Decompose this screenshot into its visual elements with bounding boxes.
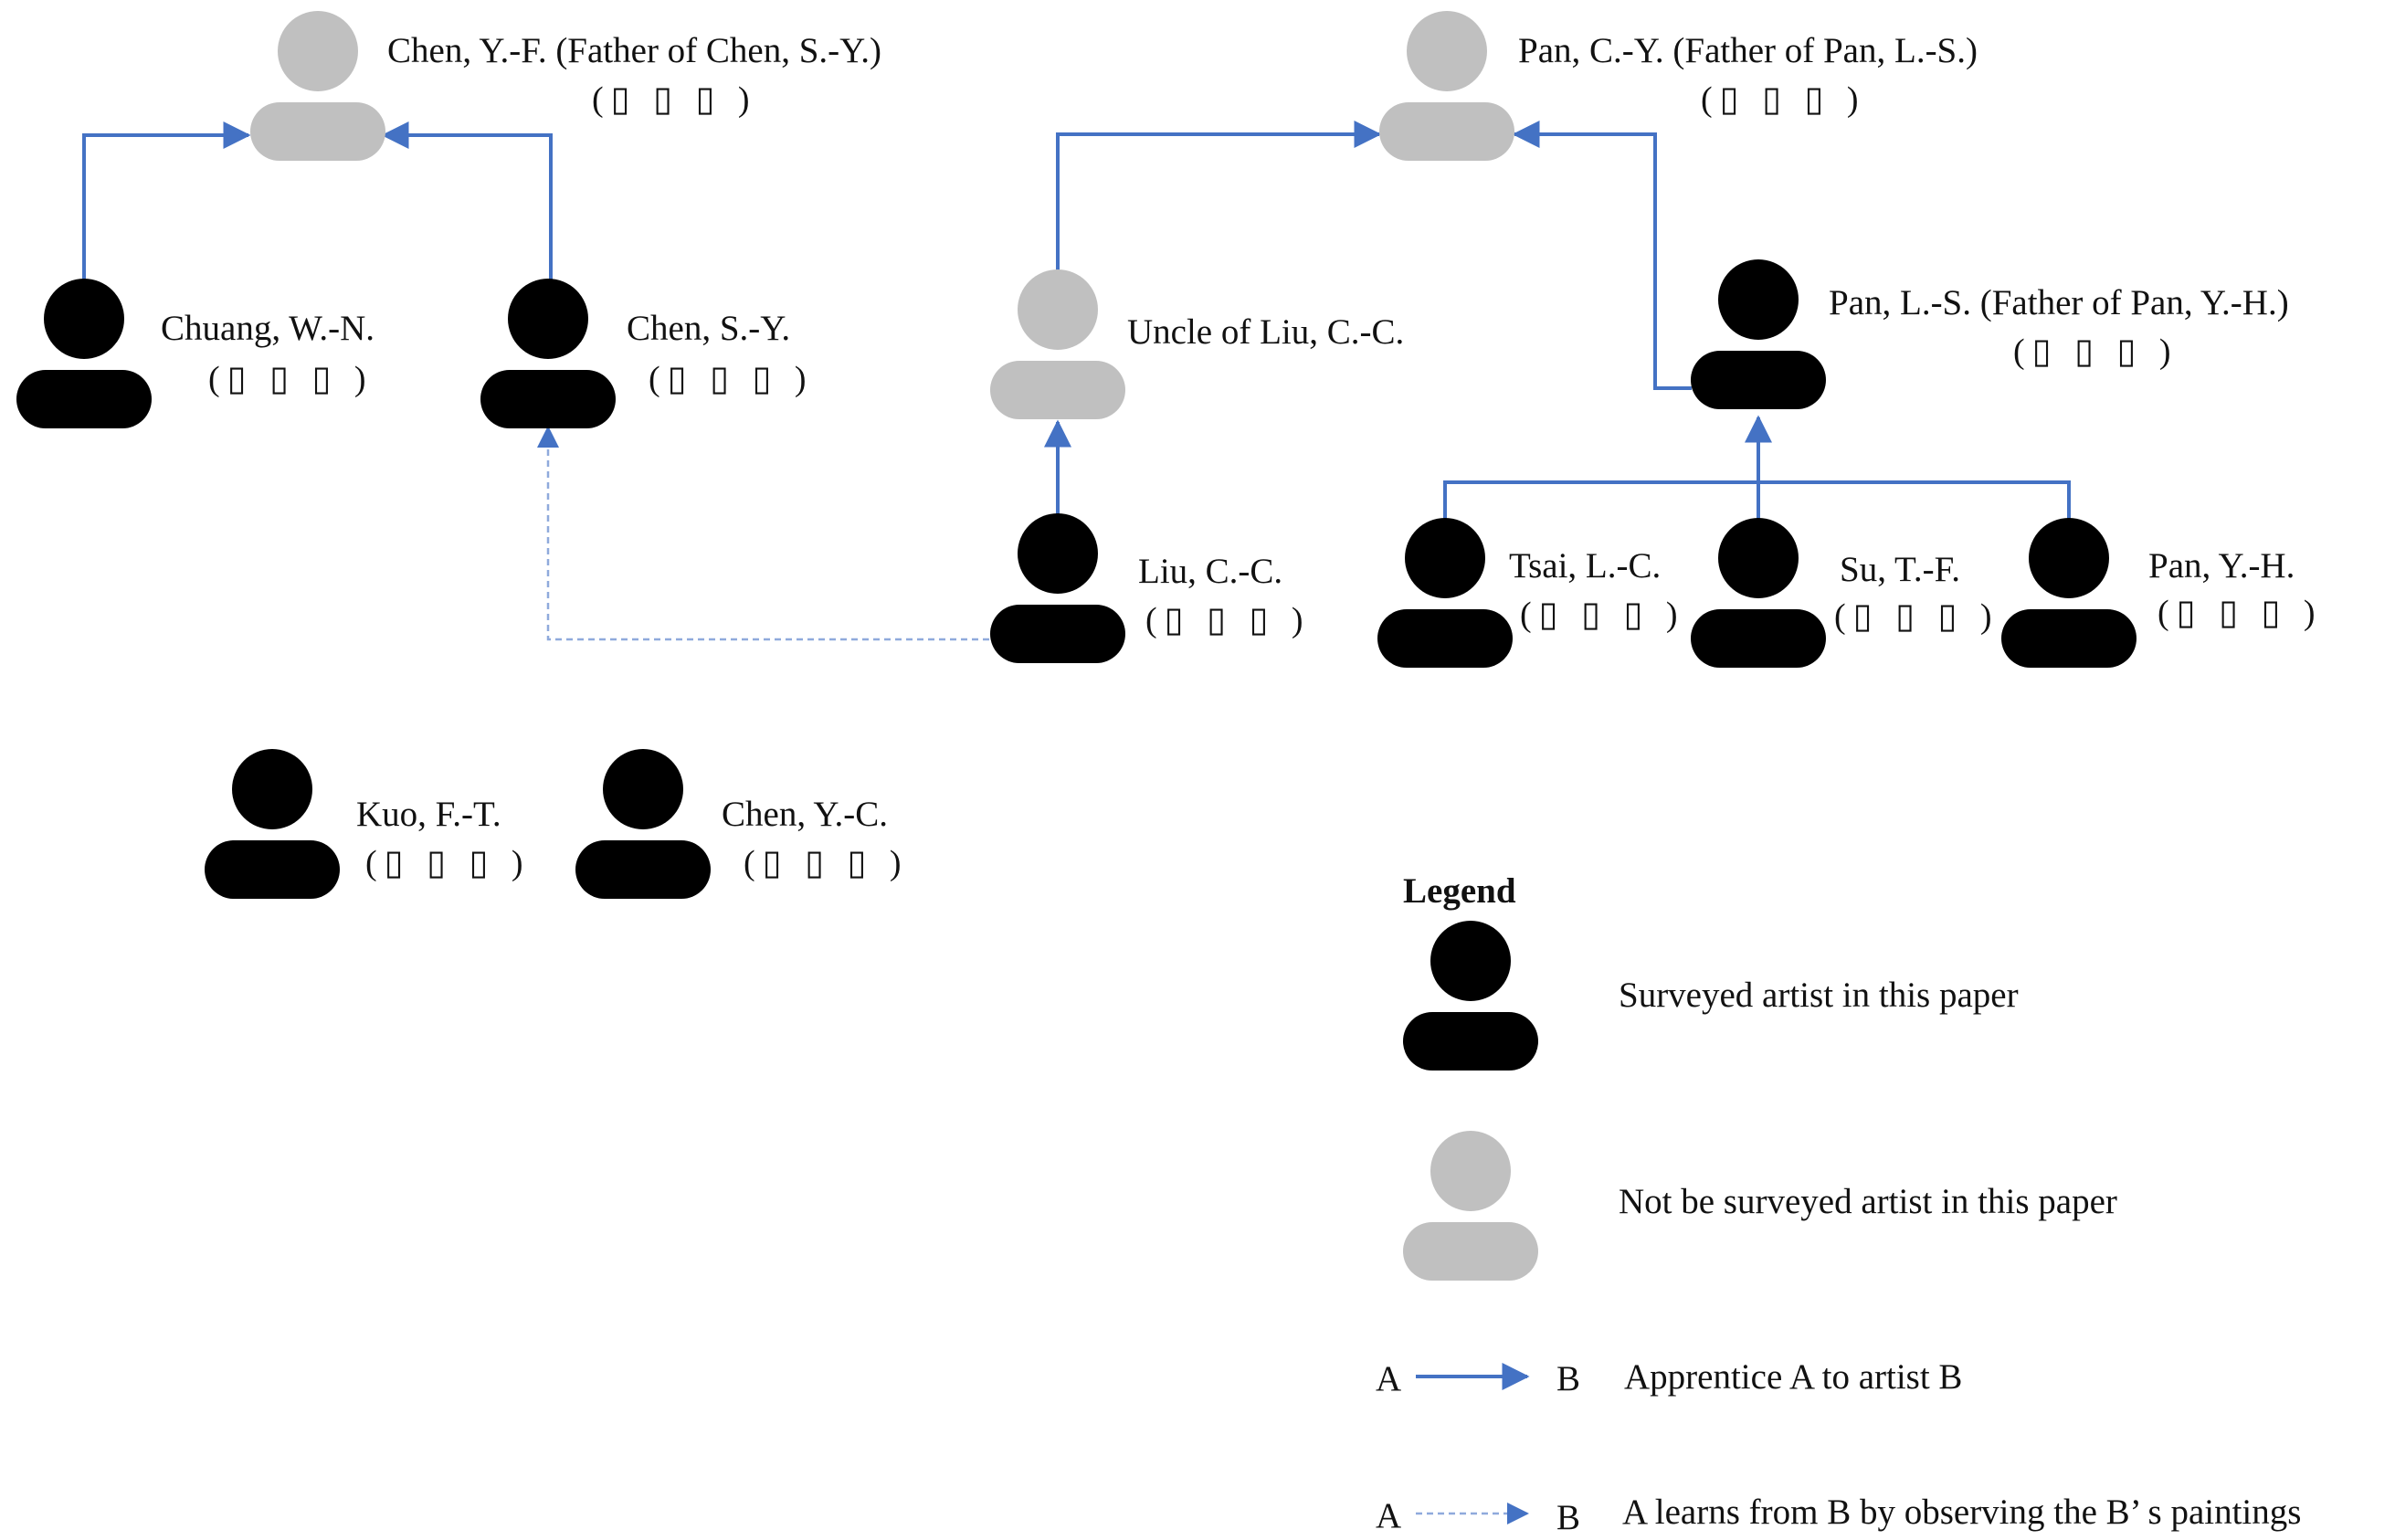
person-icon-uncle-liu-body [990,361,1125,419]
person-icon-liu-cc-head [1018,513,1098,594]
legend-not-surveyed-person-icon-head [1430,1131,1511,1211]
label-chen-yc: Chen, Y.-C. [722,795,889,834]
person-icon-su-tf [1691,518,1826,668]
person-icon-su-tf-head [1718,518,1799,598]
label-pan-ls: Pan, L.-S. (Father of Pan, Y.-H.) [1829,283,2289,322]
edge-chen-sy-to-chen-yf [381,121,553,281]
legend-surveyed-person-icon-body [1403,1012,1538,1071]
label-liu-cc: Liu, C.-C. [1138,552,1283,591]
person-icon-chen-yc [575,749,711,899]
legend-not-surveyed-text: Not be surveyed artist in this paper [1619,1182,2117,1221]
person-icon-tsai-lc-body [1377,609,1513,668]
label-pan-yh-chinese: (▯ ▯ ▯ ) [2158,594,2323,632]
label-chuang-wn: Chuang, W.-N. [161,309,375,348]
person-icon-chen-sy-head [508,279,588,359]
person-icon-chuang-wn-body [16,370,152,428]
person-icon-pan-ls-head [1718,259,1799,340]
person-icon-su-tf-body [1691,609,1826,668]
legend-apprentice-text: Apprentice A to artist B [1624,1357,1963,1397]
person-icon-chen-yf [250,11,385,161]
label-uncle-liu: Uncle of Liu, C.-C. [1127,312,1405,352]
person-icon-kuo-ft-body [205,840,340,899]
label-chen-sy: Chen, S.-Y. [627,309,791,348]
person-icon-pan-ls [1691,259,1826,409]
person-icon-chuang-wn-head [44,279,124,359]
person-icon-pan-ls-body [1691,351,1826,409]
person-icon-pan-cy-head [1407,11,1487,91]
label-pan-cy: Pan, C.-Y. (Father of Pan, L.-S.) [1518,31,1978,70]
label-tsai-lc-chinese: (▯ ▯ ▯ ) [1520,596,1685,634]
person-icon-tsai-lc [1377,518,1513,668]
person-icon-pan-cy-body [1379,102,1514,161]
label-su-tf: Su, T.-F. [1840,550,1960,589]
label-kuo-ft-chinese: (▯ ▯ ▯ ) [365,844,531,882]
label-chen-yc-chinese: (▯ ▯ ▯ ) [744,844,909,882]
legend-observe-a: A [1376,1496,1402,1535]
legend-surveyed-person-icon-head [1430,921,1511,1001]
label-chuang-wn-chinese: (▯ ▯ ▯ ) [208,360,374,398]
label-pan-ls-chinese: (▯ ▯ ▯ ) [2013,332,2179,371]
person-icon-chen-sy-body [480,370,616,428]
person-icon-chuang-wn [16,279,152,428]
legend-not-surveyed-person-icon [1403,1131,1538,1281]
person-icon-chen-yc-head [603,749,683,829]
legend-observe-text: A learns from B by observing the B’ s pa… [1622,1493,2302,1532]
legend-not-surveyed-person-icon-body [1403,1222,1538,1281]
person-icon-pan-yh-body [2001,609,2137,668]
person-icon-uncle-liu-head [1018,269,1098,350]
edge-pan-ls-to-pan-cy [1512,121,1692,390]
person-icon-chen-sy [480,279,616,428]
label-su-tf-chinese: (▯ ▯ ▯ ) [1834,597,1999,636]
legend-surveyed-text: Surveyed artist in this paper [1619,976,2019,1015]
person-icon-uncle-liu [990,269,1125,419]
label-kuo-ft: Kuo, F.-T. [356,795,501,834]
label-chen-yf-chinese: (▯ ▯ ▯ ) [592,80,757,119]
person-icon-pan-yh-head [2029,518,2109,598]
label-pan-yh: Pan, Y.-H. [2148,546,2295,585]
person-icon-chen-yf-head [278,11,358,91]
person-icon-liu-cc [990,513,1125,663]
legend-title: Legend [1403,871,1516,911]
edge-liu-observes-chen-sy [537,426,989,641]
label-pan-cy-chinese: (▯ ▯ ▯ ) [1701,80,1866,119]
legend-observe-b: B [1556,1498,1581,1537]
edge-uncle-to-pan-cy [1056,121,1382,274]
person-icon-pan-cy [1379,11,1514,161]
person-icon-kuo-ft-head [232,749,312,829]
legend-apprentice-a: A [1376,1359,1402,1398]
edge-chuang-to-chen-yf [82,121,251,281]
person-icon-tsai-lc-head [1405,518,1485,598]
legend-surveyed-person-icon [1403,921,1538,1071]
person-icon-chen-yf-body [250,102,385,161]
legend-apprentice-b: B [1556,1359,1581,1398]
label-liu-cc-chinese: (▯ ▯ ▯ ) [1145,601,1311,639]
label-chen-yf: Chen, Y.-F. (Father of Chen, S.-Y.) [387,31,882,70]
person-icon-liu-cc-body [990,605,1125,663]
person-icon-kuo-ft [205,749,340,899]
label-chen-sy-chinese: (▯ ▯ ▯ ) [649,360,814,398]
label-tsai-lc: Tsai, L.-C. [1509,546,1662,585]
person-icon-pan-yh [2001,518,2137,668]
person-icon-chen-yc-body [575,840,711,899]
